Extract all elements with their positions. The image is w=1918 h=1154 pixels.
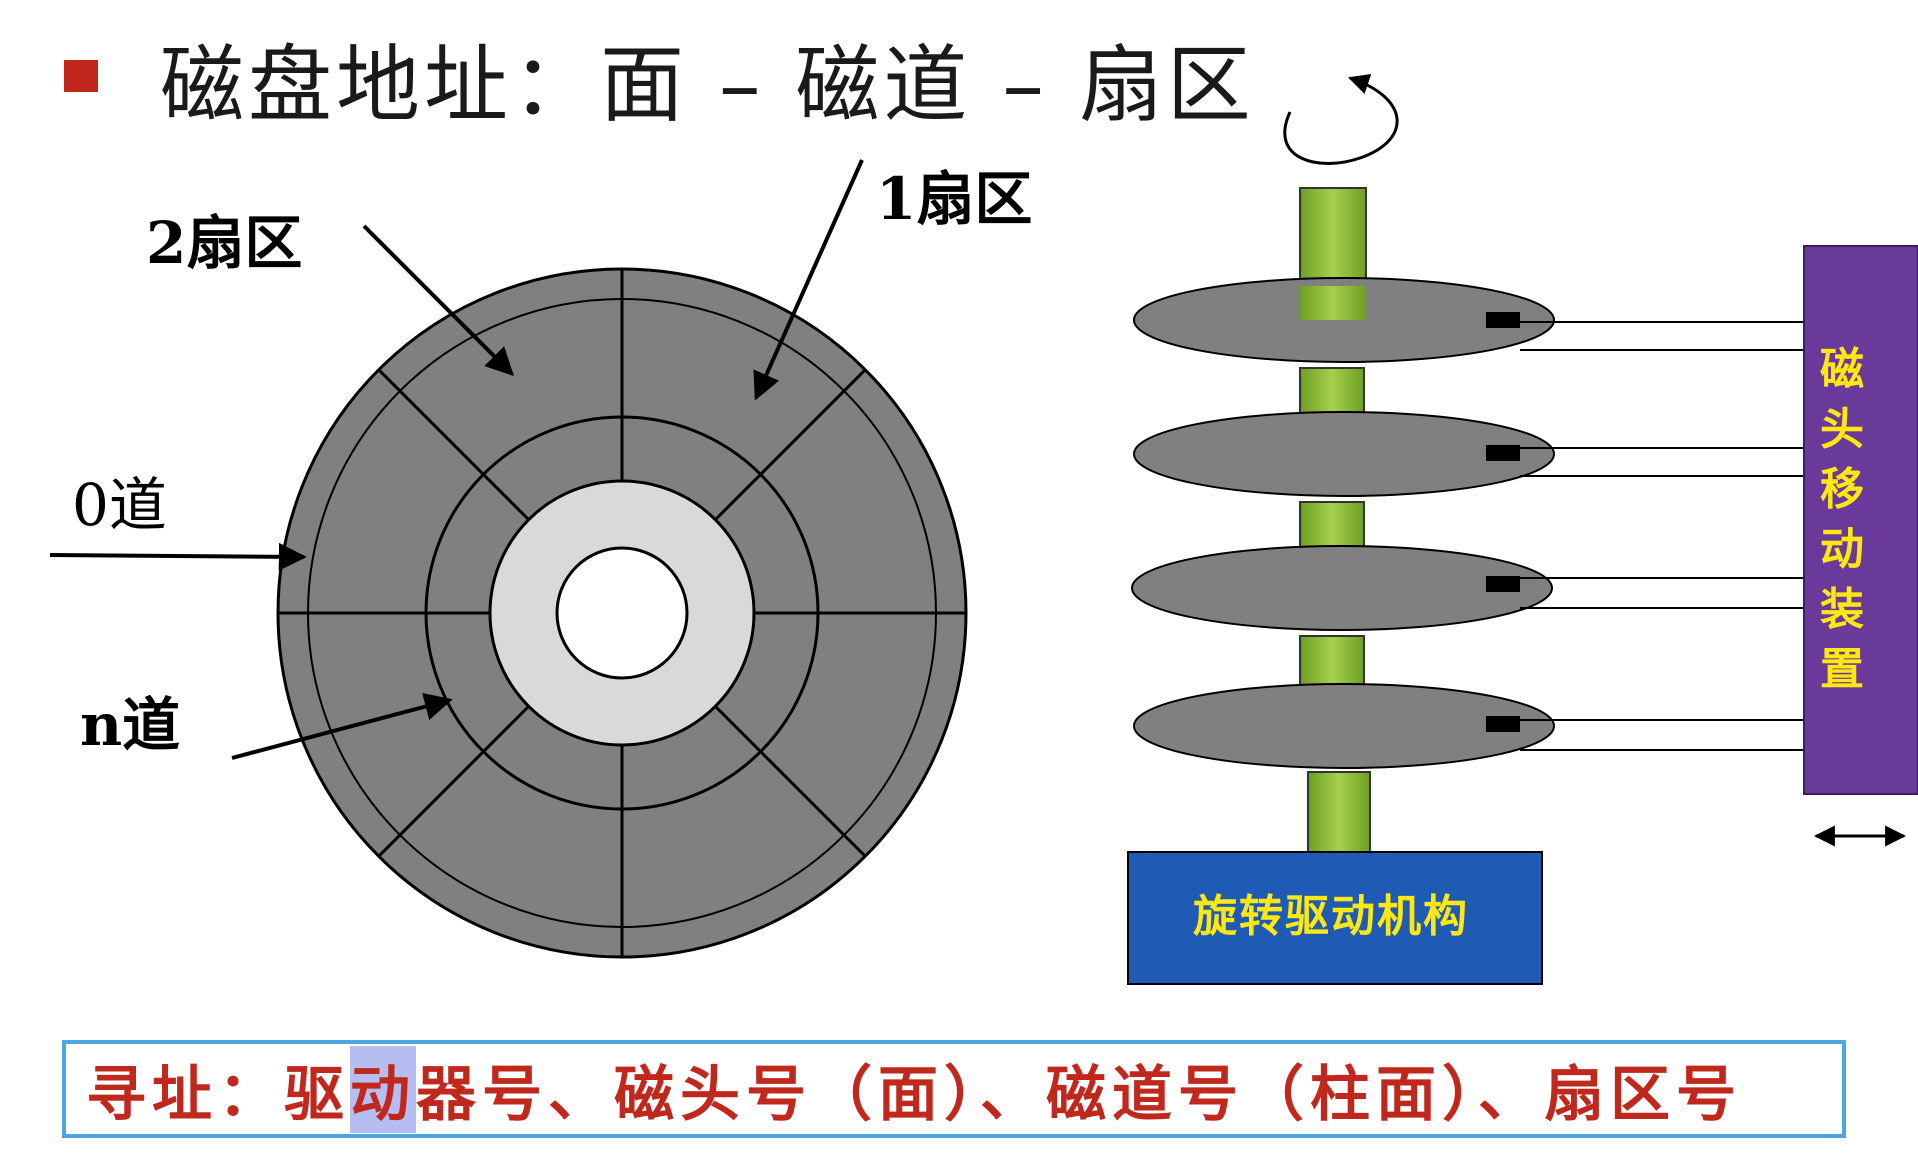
rotation-arrow: [1283, 74, 1399, 165]
drive-mechanism-box: [1127, 851, 1543, 985]
drive-mechanism-label: 旋转驱动机构: [1193, 891, 1469, 942]
platter-top-view: [276, 267, 968, 959]
addressing-text-after: 器号、磁头号（面）、磁道号（柱面）、扇区号: [416, 1059, 1742, 1130]
title-bullet: [64, 60, 98, 92]
label-track0: 0道: [72, 471, 167, 539]
addressing-text-highlight: 动: [350, 1045, 416, 1133]
head-mover-char: 头: [1820, 404, 1864, 455]
arrow-sector1: [753, 159, 864, 401]
label-sector2: 2扇区: [146, 209, 303, 277]
platter-1: [1133, 277, 1804, 363]
sector-dividers: [278, 269, 966, 957]
addressing-box: 寻址：驱动器号、磁头号（面）、磁道号（柱面）、扇区号: [62, 1040, 1846, 1138]
platter-4: [1133, 683, 1804, 769]
addressing-text-before: 寻址：驱: [86, 1059, 350, 1130]
head-mover-char: 动: [1820, 524, 1864, 575]
label-trackn: n道: [80, 691, 181, 759]
head-mover-label: 磁 头 移 动 装 置: [1786, 340, 1898, 700]
platter-stack: [1131, 277, 1804, 769]
head-mover-char: 装: [1820, 584, 1864, 635]
label-sector1: 1扇区: [876, 165, 1033, 233]
read-write-head: [1486, 576, 1520, 592]
arrow-sector2: [362, 224, 514, 376]
read-write-head: [1486, 445, 1520, 461]
arrow-track0: [49, 542, 307, 571]
head-mover-char: 移: [1820, 464, 1864, 515]
read-write-head: [1486, 716, 1520, 732]
read-write-head: [1486, 312, 1520, 328]
platter-2: [1133, 411, 1804, 497]
arrow-trackn: [231, 692, 453, 760]
pointer-arrows: [49, 159, 864, 760]
spindle-hole: [555, 546, 689, 680]
head-mover-box: [1803, 245, 1918, 795]
head-mover-char: 磁: [1820, 344, 1864, 395]
head-mover-char: 置: [1820, 644, 1864, 695]
page-title: 磁盘地址：面 – 磁道 – 扇区: [160, 36, 1255, 134]
spindle-segment: [1307, 771, 1371, 857]
platter-3: [1131, 545, 1804, 631]
